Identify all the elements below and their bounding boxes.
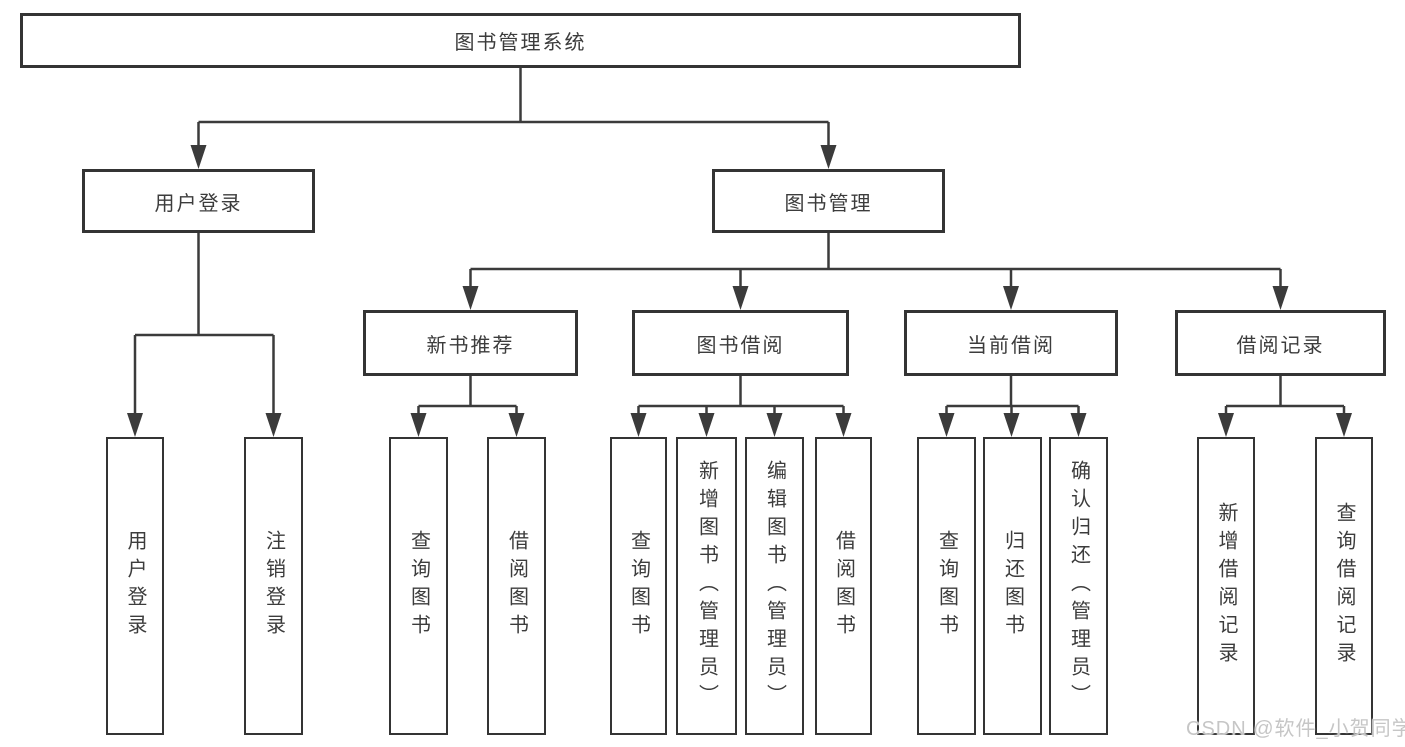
leaf-query-books-borrow: 查询图书 bbox=[610, 437, 667, 735]
leaf-query-books-current: 查询图书 bbox=[917, 437, 976, 735]
node-user-login: 用户登录 bbox=[82, 169, 315, 233]
leaf-edit-book-admin: 编辑图书（管理员） bbox=[745, 437, 804, 735]
leaf-add-borrow-record: 新增借阅记录 bbox=[1197, 437, 1255, 735]
node-book-borrow: 图书借阅 bbox=[632, 310, 849, 376]
leaf-borrow-books: 借阅图书 bbox=[815, 437, 872, 735]
node-borrow-records: 借阅记录 bbox=[1175, 310, 1386, 376]
leaf-return-books: 归还图书 bbox=[983, 437, 1042, 735]
csdn-watermark: CSDN @软件_小贺同学 bbox=[1186, 718, 1405, 740]
node-current-borrow: 当前借阅 bbox=[904, 310, 1118, 376]
node-library-management-system: 图书管理系统 bbox=[20, 13, 1021, 68]
node-new-book-recommend: 新书推荐 bbox=[363, 310, 578, 376]
leaf-borrow-books-recommend: 借阅图书 bbox=[487, 437, 546, 735]
leaf-add-book-admin: 新增图书（管理员） bbox=[676, 437, 737, 735]
leaf-query-borrow-record: 查询借阅记录 bbox=[1315, 437, 1373, 735]
node-book-management: 图书管理 bbox=[712, 169, 945, 233]
leaf-logout: 注销登录 bbox=[244, 437, 303, 735]
leaf-query-books-recommend: 查询图书 bbox=[389, 437, 448, 735]
leaf-confirm-return-admin: 确认归还（管理员） bbox=[1049, 437, 1108, 735]
leaf-user-login: 用户登录 bbox=[106, 437, 164, 735]
